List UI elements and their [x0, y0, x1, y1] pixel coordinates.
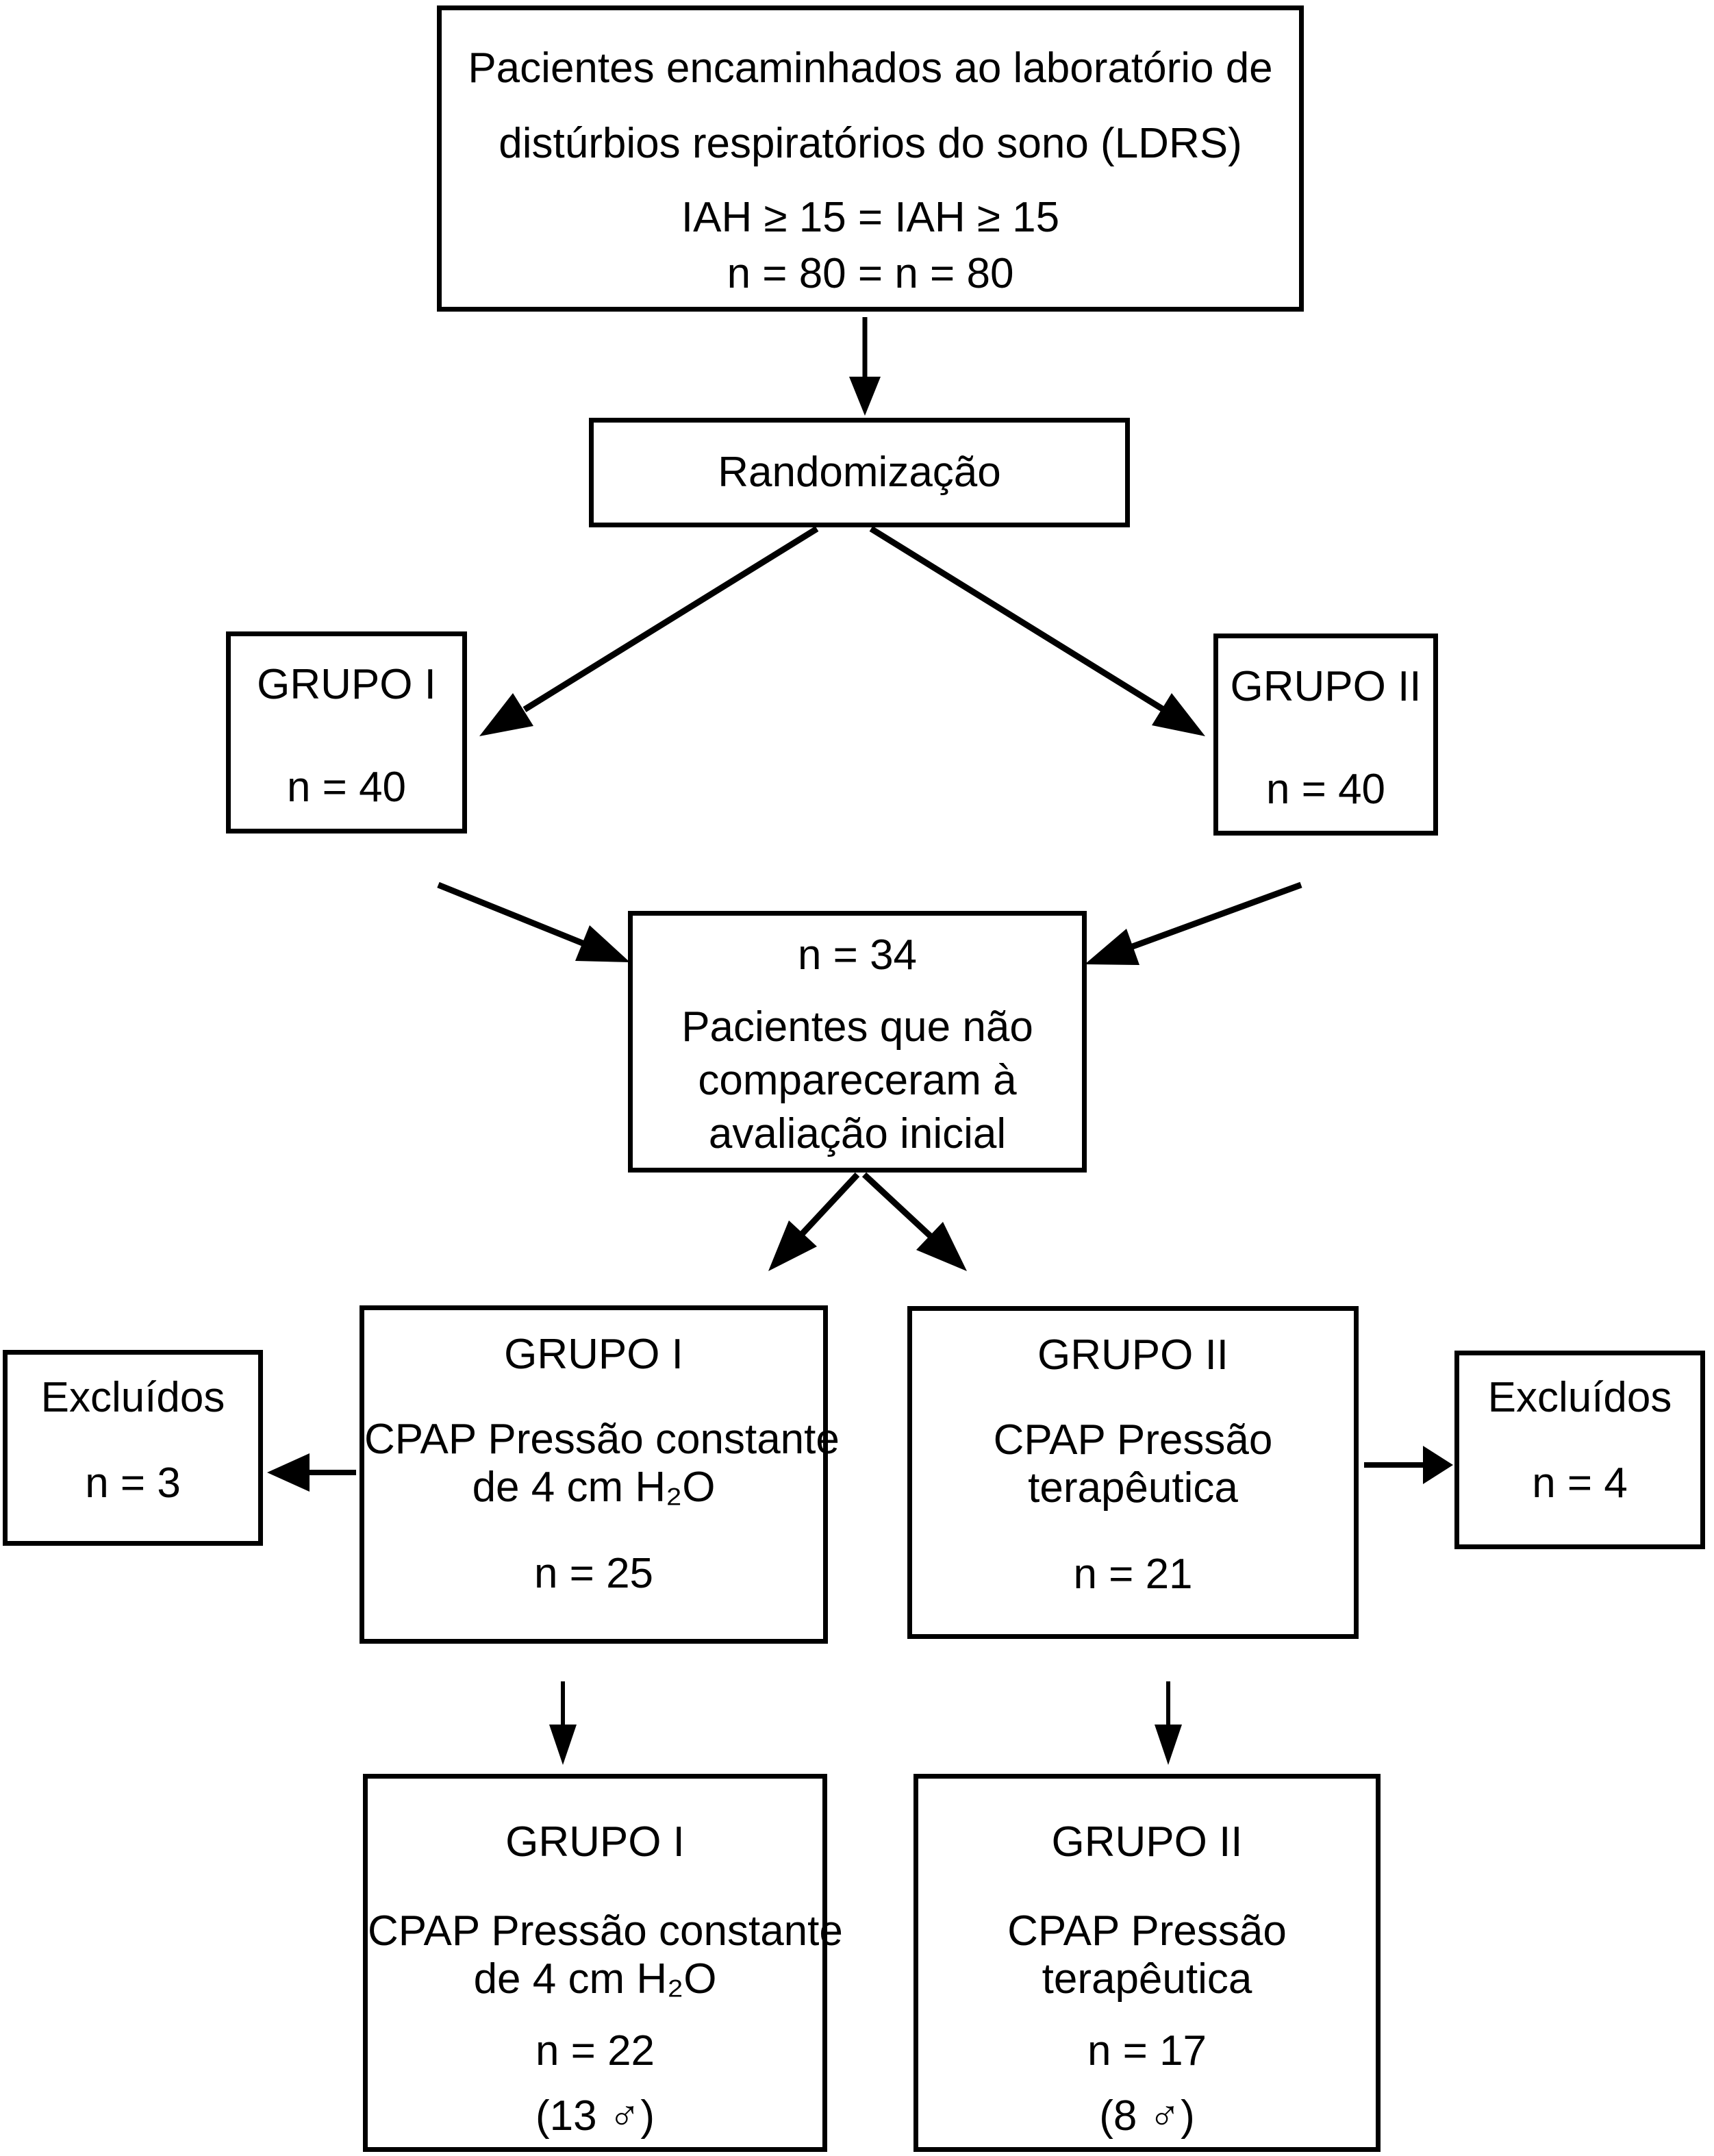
group-ii-final-box: GRUPO II CPAP Pressão terapêutica n = 17… [913, 1774, 1381, 2152]
arrow-no-show-to-group-ii-treatment [861, 1172, 967, 1271]
arrow-group-ii-to-no-show [1085, 881, 1302, 965]
group-i-final-box: GRUPO I CPAP Pressão constante de 4 cm H… [363, 1774, 843, 2152]
box-text-line: de 4 cm H₂O [472, 1464, 716, 1511]
arrow-randomization-to-group-i [479, 526, 819, 736]
arrow-group-i-to-no-show [437, 881, 630, 962]
box-text-line: GRUPO I [505, 1818, 685, 1866]
box-text-line: n = 17 [1087, 2027, 1207, 2074]
group-i-treatment-box: GRUPO I CPAP Pressão constante de 4 cm H… [360, 1305, 840, 1644]
box-text-line: CPAP Pressão constante [368, 1907, 843, 1955]
arrow-group-ii-treatment-to-final [1155, 1681, 1182, 1765]
arrow-referral-to-randomization [849, 317, 881, 416]
box-text-line: Pacientes que não [681, 1003, 1033, 1051]
box-text-line: n = 25 [533, 1550, 654, 1597]
group-ii-treatment-box: GRUPO II CPAP Pressão terapêutica n = 21 [907, 1306, 1359, 1639]
box-text-line: n = 4 [1532, 1459, 1628, 1507]
box-text-line: GRUPO II [1230, 663, 1422, 710]
referral-box: Pacientes encaminhados ao laboratório de… [437, 5, 1304, 312]
box-text-line: Randomização [718, 449, 1001, 496]
box-text-line: distúrbios respiratórios do sono (LDRS) [499, 120, 1242, 167]
box-text-line: avaliação inicial [708, 1110, 1007, 1157]
group-i-allocation-box: GRUPO I n = 40 [226, 631, 467, 833]
box-text-line: CPAP Pressão [1007, 1907, 1287, 1955]
arrow-group-i-treatment-to-excluded [267, 1453, 356, 1492]
box-text-line: CPAP Pressão constante [364, 1416, 840, 1463]
box-text-line: Excluídos [1487, 1374, 1672, 1421]
box-text-line: GRUPO II [1037, 1331, 1229, 1379]
box-text-line: (8 ♂) [1099, 2092, 1195, 2140]
arrow-randomization-to-group-ii [869, 526, 1205, 736]
box-text-line: n = 22 [535, 2027, 655, 2074]
arrow-group-ii-treatment-to-excluded [1364, 1446, 1453, 1484]
box-text-line: CPAP Pressão [993, 1416, 1273, 1464]
box-text-line: n = 3 [85, 1459, 181, 1507]
box-text-line: Excluídos [40, 1374, 225, 1421]
box-text-line: n = 40 [286, 764, 407, 811]
arrow-no-show-to-group-i-treatment [768, 1172, 860, 1271]
box-text-line: Pacientes encaminhados ao laboratório de [468, 45, 1273, 92]
arrow-group-i-treatment-to-final [549, 1681, 577, 1765]
no-show-box: n = 34 Pacientes que não compareceram à … [628, 911, 1087, 1173]
excluded-left-box: Excluídos n = 3 [3, 1350, 263, 1546]
box-text-line: GRUPO I [504, 1331, 683, 1378]
box-text-line: terapêutica [1028, 1464, 1238, 1512]
box-text-line: n = 34 [797, 931, 918, 979]
box-text-line: (13 ♂) [535, 2092, 655, 2140]
excluded-right-box: Excluídos n = 4 [1454, 1351, 1705, 1549]
box-text-line: IAH ≥ 15 = IAH ≥ 15 [681, 194, 1060, 241]
box-text-line: GRUPO II [1051, 1818, 1243, 1866]
box-text-line: n = 40 [1265, 766, 1386, 813]
randomization-box: Randomização [589, 418, 1130, 527]
box-text-line: n = 80 = n = 80 [727, 250, 1014, 297]
box-text-line: de 4 cm H₂O [473, 1955, 717, 2003]
box-text-line: n = 21 [1073, 1551, 1193, 1598]
box-text-line: terapêutica [1042, 1955, 1252, 2003]
box-text-line: GRUPO I [257, 661, 436, 708]
group-ii-allocation-box: GRUPO II n = 40 [1213, 634, 1438, 836]
box-text-line: compareceram à [698, 1057, 1017, 1104]
